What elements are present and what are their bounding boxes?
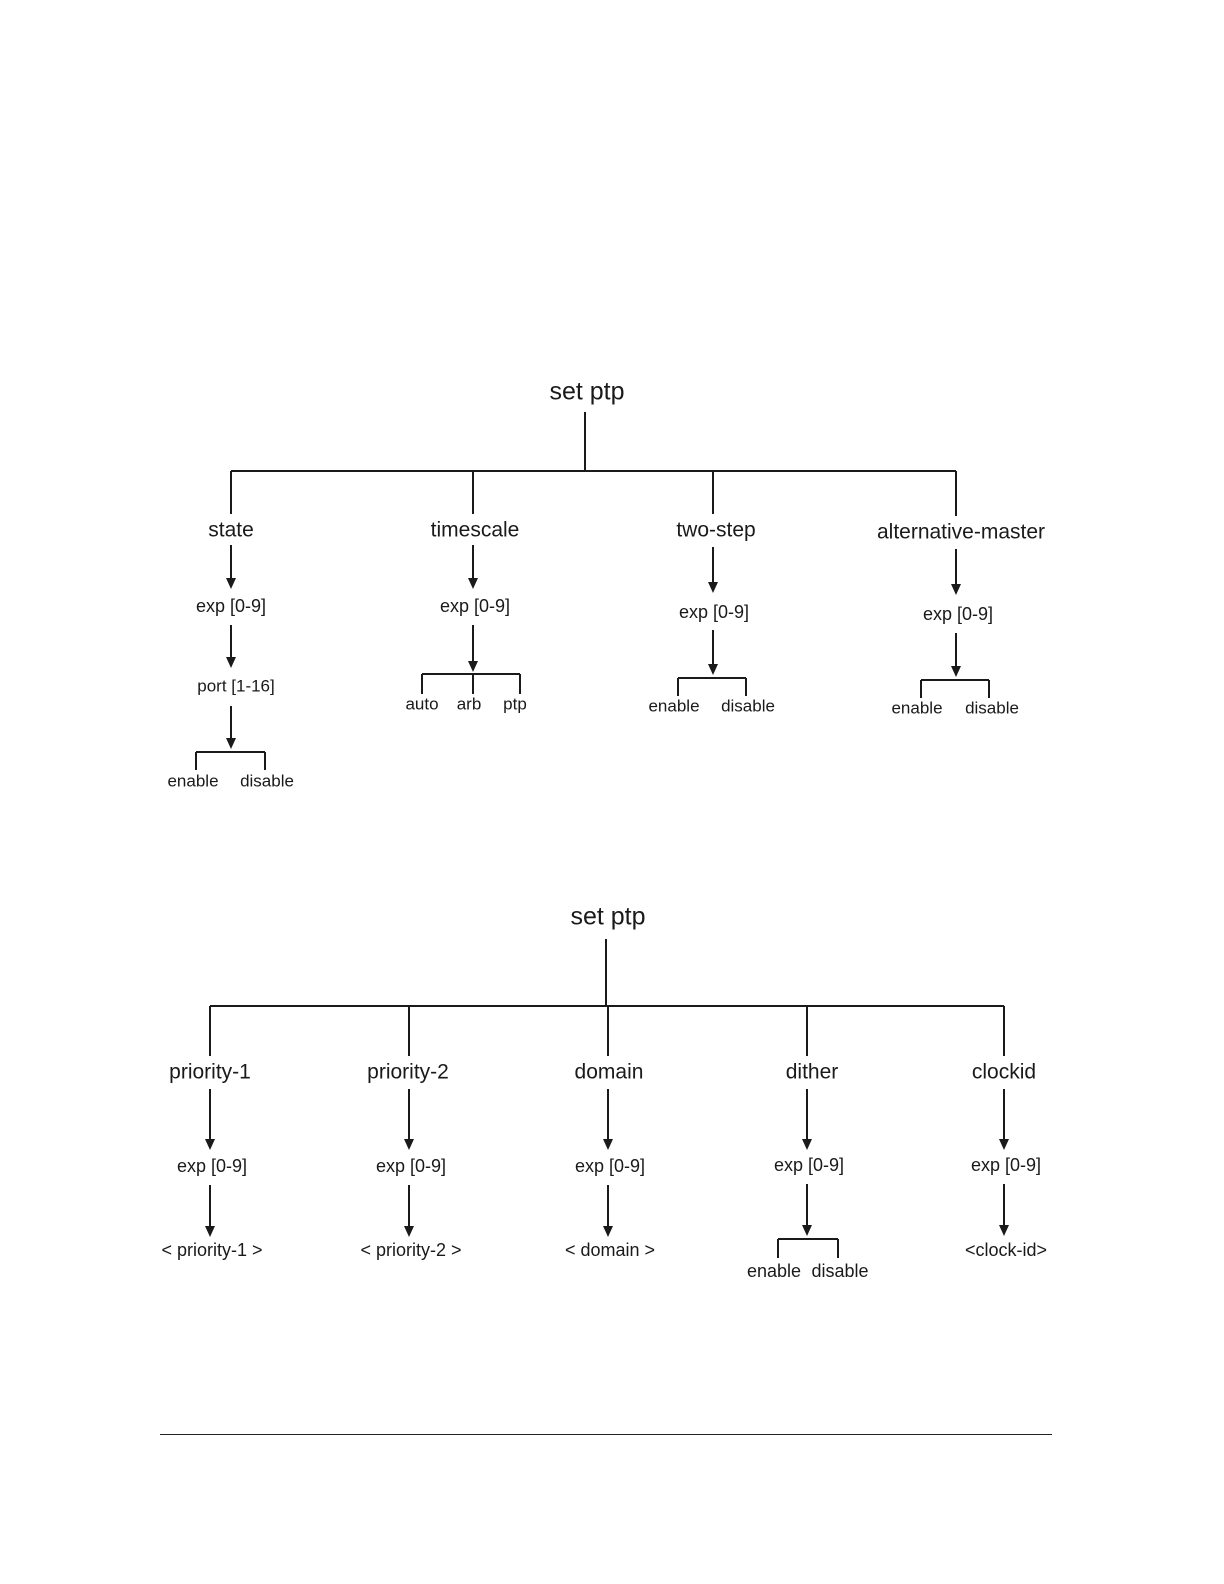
tree-2-branch-4-options-arrow-head [802,1225,812,1236]
tree-2-branch-1-arrow-1-head [205,1139,215,1150]
tree-2-branch-3-label: domain [575,1061,644,1084]
tree-1-branch-2-option-2: arb [457,694,482,713]
tree-1-branch-3-label: two-step [676,519,755,542]
tree-2-branch-3-node-2: < domain > [565,1240,655,1260]
tree-1-branch-1-label: state [208,519,254,542]
tree-2-root-label: set ptp [570,903,645,931]
tree-1-branch-2-option-3: ptp [503,694,527,713]
tree-2-branch-2-arrow-2-head [404,1226,414,1237]
tree-1-branch-3-arrow-1-head [708,582,718,593]
tree-2-branch-4-node-1: exp [0-9] [774,1155,844,1175]
tree-1-branch-1-option-1: enable [167,771,218,790]
tree-1-root-label: set ptp [549,378,624,406]
tree-2-branch-2-arrow-1-head [404,1139,414,1150]
tree-2-branch-2-node-1: exp [0-9] [376,1156,446,1176]
tree-2-branch-1-node-2: < priority-1 > [161,1240,262,1260]
tree-2-branch-3-node-1: exp [0-9] [575,1156,645,1176]
tree-2-branch-1-arrow-2-head [205,1226,215,1237]
tree-1-branch-2-options-arrow-head [468,661,478,672]
footer-rule [160,1434,1052,1435]
tree-1-branch-2-node-1: exp [0-9] [440,596,510,616]
tree-1-branch-1-node-1: exp [0-9] [196,596,266,616]
tree-2-branch-5-label: clockid [972,1061,1036,1084]
tree-2-branch-5-arrow-2-head [999,1225,1009,1236]
tree-1-branch-2-arrow-1-head [468,578,478,589]
tree-1-branch-1-options-arrow-head [226,738,236,749]
tree-1-branch-3-options-arrow-head [708,664,718,675]
tree-2-branch-4-arrow-1-head [802,1139,812,1150]
tree-1-branch-1-arrow-2-head [226,657,236,668]
tree-1-branch-3-option-1: enable [648,696,699,715]
tree-2-branch-5-arrow-1-head [999,1139,1009,1150]
tree-1-branch-4-option-1: enable [891,698,942,717]
tree-1-branch-4-label: alternative-master [877,521,1045,544]
tree-2-branch-5-node-2: <clock-id> [965,1240,1047,1260]
tree-1-branch-4-options-arrow-head [951,666,961,677]
tree-1-branch-4-option-2: disable [965,698,1019,717]
tree-1-branch-4-node-1: exp [0-9] [923,604,993,624]
tree-1-branch-2-option-1: auto [405,694,438,713]
tree-1-branch-3-option-2: disable [721,696,775,715]
tree-2-branch-4-label: dither [786,1061,839,1084]
tree-1-branch-4-arrow-1-head [951,584,961,595]
tree-1-branch-3-node-1: exp [0-9] [679,602,749,622]
tree-1-branch-1-option-2: disable [240,771,294,790]
tree-2-branch-2-node-2: < priority-2 > [360,1240,461,1260]
tree-2-branch-4-option-2: disable [811,1261,868,1281]
tree-2-branch-3-arrow-1-head [603,1139,613,1150]
tree-2-branch-4-option-1: enable [747,1261,801,1281]
tree-1-branch-1-node-2: port [1-16] [197,676,275,695]
tree-2-branch-3-arrow-2-head [603,1226,613,1237]
tree-2-branch-2-label: priority-2 [367,1061,449,1084]
tree-2-branch-1-node-1: exp [0-9] [177,1156,247,1176]
tree-1-branch-2-label: timescale [431,519,520,542]
tree-2-branch-1-label: priority-1 [169,1061,251,1084]
tree-2-branch-5-node-1: exp [0-9] [971,1155,1041,1175]
tree-1-branch-1-arrow-1-head [226,578,236,589]
